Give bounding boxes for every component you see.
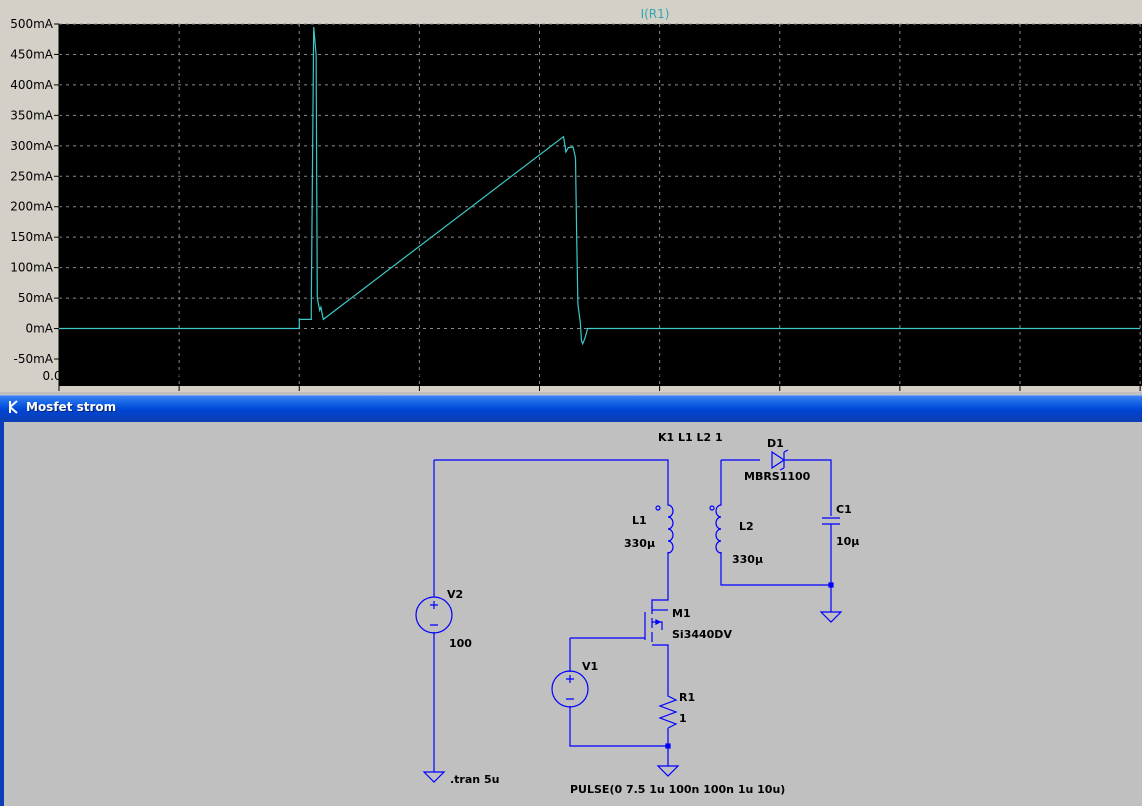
inductor-l1[interactable] (655, 500, 674, 554)
d1-ref-label[interactable]: D1 (767, 437, 784, 450)
schematic-canvas[interactable]: K1 L1 L2 1 D1 MBRS1100 C1 10µ L1 330µ L2… (4, 422, 1142, 806)
l2-value-label[interactable]: 330µ (732, 553, 763, 566)
x-tick-label: 3.0µs (763, 369, 796, 383)
tran-directive[interactable]: .tran 5u (450, 773, 499, 786)
m1-model-label[interactable]: Si3440DV (672, 628, 732, 641)
axes: 500mA 450mA 400mA 350mA 300mA 250mA 200mA 150mA… (10, 17, 1142, 391)
x-tick-label: 3.5µs (883, 369, 916, 383)
y-tick-label: 50mA (18, 291, 54, 305)
trace-label[interactable]: I(R1) (641, 7, 670, 21)
c1-ref-label[interactable]: C1 (836, 503, 852, 516)
coupling-directive[interactable]: K1 L1 L2 1 (658, 431, 723, 444)
junction-dot (828, 582, 834, 588)
r1-ref-label[interactable]: R1 (679, 691, 695, 704)
wire-l1-to-drain[interactable] (651, 552, 669, 608)
v1-ref-label[interactable]: V1 (582, 660, 598, 673)
d1-model-label[interactable]: MBRS1100 (744, 470, 811, 483)
wire-source[interactable] (652, 644, 669, 690)
v2-ref-label[interactable]: V2 (447, 588, 463, 601)
trace-layer[interactable] (59, 26, 1141, 346)
x-tick-label: 2.5µs (643, 369, 676, 383)
y-tick-label: 0mA (25, 322, 53, 336)
v1-pulse-label[interactable]: PULSE(0 7.5 1u 100n 100n 1u 10u) (570, 783, 785, 796)
ground-r1[interactable] (656, 765, 680, 777)
x-tick-label: 4.0µs (1004, 369, 1037, 383)
wire-v1-bottom[interactable] (569, 706, 668, 747)
waveform-plot[interactable]: 500mA 450mA 400mA 350mA 300mA 250mA 200mA 150mA… (0, 0, 1142, 392)
y-tick-label: 400mA (10, 78, 54, 92)
y-tick-label: 150mA (10, 230, 54, 244)
y-tick-label: 500mA (10, 17, 54, 31)
wire-v2-top[interactable] (434, 459, 669, 500)
junction-dot (665, 743, 671, 749)
c1-value-label[interactable]: 10µ (836, 535, 859, 548)
y-tick-label: 250mA (10, 169, 54, 183)
y-tick-label: 350mA (10, 108, 54, 122)
trace-i-r1[interactable] (59, 26, 1141, 346)
schematic-window-title: Mosfet strom (26, 400, 117, 414)
schematic-drawing[interactable]: K1 L1 L2 1 D1 MBRS1100 C1 10µ L1 330µ L2… (4, 422, 1142, 806)
capacitor-c1[interactable] (822, 517, 840, 525)
waveform-viewer[interactable]: 500mA 450mA 400mA 350mA 300mA 250mA 200mA 150mA… (0, 0, 1142, 392)
schematic-window-icon[interactable] (7, 400, 21, 414)
l1-ref-label[interactable]: L1 (632, 514, 647, 527)
v2-value-label[interactable]: 100 (449, 637, 472, 650)
r1-value-label[interactable]: 1 (679, 712, 687, 725)
x-tick-label: 4.5µs (1124, 369, 1142, 383)
ground-v2[interactable] (422, 771, 446, 783)
x-tick-label: 1.0µs (283, 369, 316, 383)
x-tick-label: 2.0µs (523, 369, 556, 383)
x-tick-label: 1.5µs (403, 369, 436, 383)
voltage-source-v2[interactable] (415, 596, 453, 634)
m1-ref-label[interactable]: M1 (672, 607, 691, 620)
l2-ref-label[interactable]: L2 (739, 520, 754, 533)
mosfet-m1[interactable] (644, 606, 668, 642)
l1-value-label[interactable]: 330µ (624, 537, 655, 550)
y-tick-label: 300mA (10, 139, 54, 153)
diode-d1[interactable] (771, 449, 789, 471)
y-tick-label: 450mA (10, 47, 54, 61)
wire-secondary-bottom[interactable] (720, 552, 831, 586)
resistor-r1[interactable] (658, 690, 678, 729)
x-tick-label: 0.5µs (163, 369, 196, 383)
y-tick-label: 100mA (10, 261, 54, 275)
inductor-l2[interactable] (709, 500, 722, 554)
y-tick-label: -50mA (14, 352, 54, 366)
voltage-source-v1[interactable] (551, 670, 589, 708)
wire-d1-to-c1[interactable] (786, 459, 832, 516)
plot-area[interactable] (59, 24, 1142, 386)
y-tick-label: 200mA (10, 200, 54, 214)
schematic-titlebar[interactable]: Mosfet strom (0, 395, 1142, 419)
ground-c1[interactable] (819, 611, 843, 623)
